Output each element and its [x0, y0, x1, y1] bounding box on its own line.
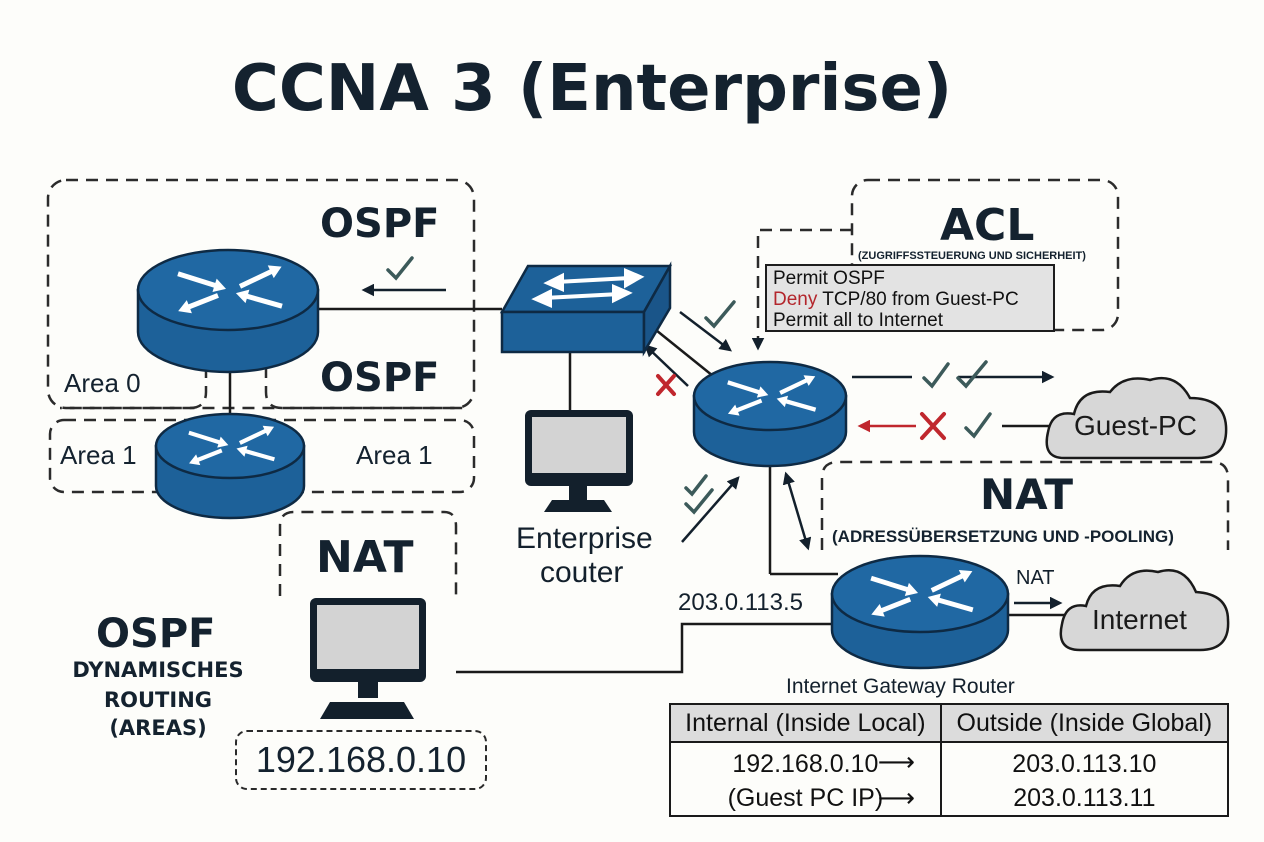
- monitor-icon: [310, 598, 426, 719]
- internet-label: Internet: [1092, 604, 1187, 635]
- switch-to-router-arrow: [679, 311, 732, 352]
- enterprise-router-label-2: couter: [540, 556, 624, 589]
- page-title: CCNA 3 (Enterprise): [231, 52, 953, 126]
- nat-box-outline: [820, 460, 1230, 550]
- acl-rule: Permit OSPF: [773, 268, 1047, 289]
- acl-rule-action: Permit: [773, 310, 828, 331]
- gateway-router-icon: [830, 554, 1010, 670]
- acl-rule-text: all to Internet: [827, 310, 944, 331]
- nat-left-box-outline: [278, 510, 458, 596]
- check-icon: [684, 488, 714, 515]
- table-row: 192.168.0.10 ⟶203.0.113.10: [669, 742, 1228, 781]
- acl-rule-action: Deny: [773, 289, 818, 310]
- inside-global-cell: ⟶203.0.113.11: [878, 781, 1228, 816]
- check-icon: [964, 412, 992, 439]
- nat-arrow-label: NAT: [1016, 567, 1055, 589]
- acl-title: ACL: [940, 200, 1035, 251]
- nat-title: NAT: [980, 470, 1074, 519]
- check-icon: [956, 360, 988, 389]
- area1-router-icon: [154, 412, 306, 520]
- acl-rule: Deny TCP/80 from Guest-PC: [773, 289, 1047, 310]
- link-switch-router: [645, 321, 719, 381]
- deny-x-icon: [920, 412, 946, 440]
- enterprise-router-icon: [692, 360, 848, 468]
- area0-label: Area 0: [64, 368, 141, 398]
- area1-right-label: Area 1: [356, 440, 433, 470]
- arrow-right-icon: ⟶: [877, 746, 916, 777]
- deny-x-icon: [656, 374, 676, 396]
- ospf-sub-box: [264, 366, 470, 410]
- inside-global-cell: ⟶203.0.113.10: [878, 742, 1228, 781]
- router-to-switch-arrow: [644, 344, 689, 387]
- core-router-icon: [136, 248, 320, 374]
- nat-translation-table: Internal (Inside Local) Outside (Inside …: [669, 703, 1230, 817]
- enterprise-router-label-1: Enterprise: [516, 522, 653, 555]
- pc-ip-box: 192.168.0.10: [235, 730, 487, 790]
- acl-rule: Permit all to Internet: [773, 310, 1047, 331]
- inside-local-cell: 192.168.0.10: [669, 742, 941, 781]
- acl-rules-box: Permit OSPF Deny TCP/80 from Guest-PC Pe…: [765, 264, 1055, 332]
- switch-icon: [499, 261, 673, 357]
- area0-sub-box: [60, 366, 208, 410]
- gateway-ip-label: 203.0.113.5: [678, 589, 804, 616]
- internet-cloud-icon: [1059, 569, 1230, 652]
- guest-pc-cloud-icon: [1045, 376, 1228, 460]
- acl-rule-action: Permit: [773, 268, 828, 289]
- guest-pc-label: Guest-PC: [1074, 410, 1197, 441]
- ospf-legend-line2: ROUTING: [103, 688, 213, 712]
- check-icon: [704, 300, 736, 329]
- ospf-label-bottom: OSPF: [320, 355, 440, 401]
- ospf-legend-title: OSPF: [96, 611, 216, 657]
- router-nat-bidir-arrow: [782, 471, 812, 551]
- table-header: Internal (Inside Local): [669, 703, 942, 743]
- gateway-label: Internet Gateway Router: [786, 675, 1015, 698]
- nat-subtitle: (ADRESSÜBERSETZUNG UND -POOLING): [832, 527, 1174, 546]
- acl-pointer-line: [751, 228, 852, 351]
- check-icon: [386, 256, 414, 281]
- ospf-legend-line1: DYNAMISCHES: [72, 658, 244, 682]
- acl-rule-text: OSPF: [827, 268, 885, 289]
- ospf-label-top: OSPF: [320, 201, 440, 247]
- check-icon: [922, 362, 950, 389]
- inside-local-cell: (Guest PC IP): [669, 781, 941, 816]
- acl-subtitle: (ZUGRIFFSSTEUERUNG UND SICHERHEIT): [858, 250, 1086, 262]
- arrow-right-icon: ⟶: [877, 782, 916, 813]
- table-row: (Guest PC IP) ⟶203.0.113.11: [669, 781, 1228, 816]
- table-header: Outside (Inside Global): [939, 703, 1230, 743]
- link-pc-gateway: [456, 622, 836, 674]
- pc-ip-label: 192.168.0.10: [255, 739, 467, 780]
- acl-rule-text: TCP/80 from Guest-PC: [817, 289, 1019, 310]
- monitor-icon: [525, 410, 633, 512]
- ospf-legend-line3: (AREAS): [109, 716, 207, 740]
- enterprise-to-router-arrow: [681, 476, 740, 543]
- nat-left-title: NAT: [316, 532, 414, 583]
- area1-left-label: Area 1: [60, 440, 137, 470]
- check-icon: [684, 474, 708, 497]
